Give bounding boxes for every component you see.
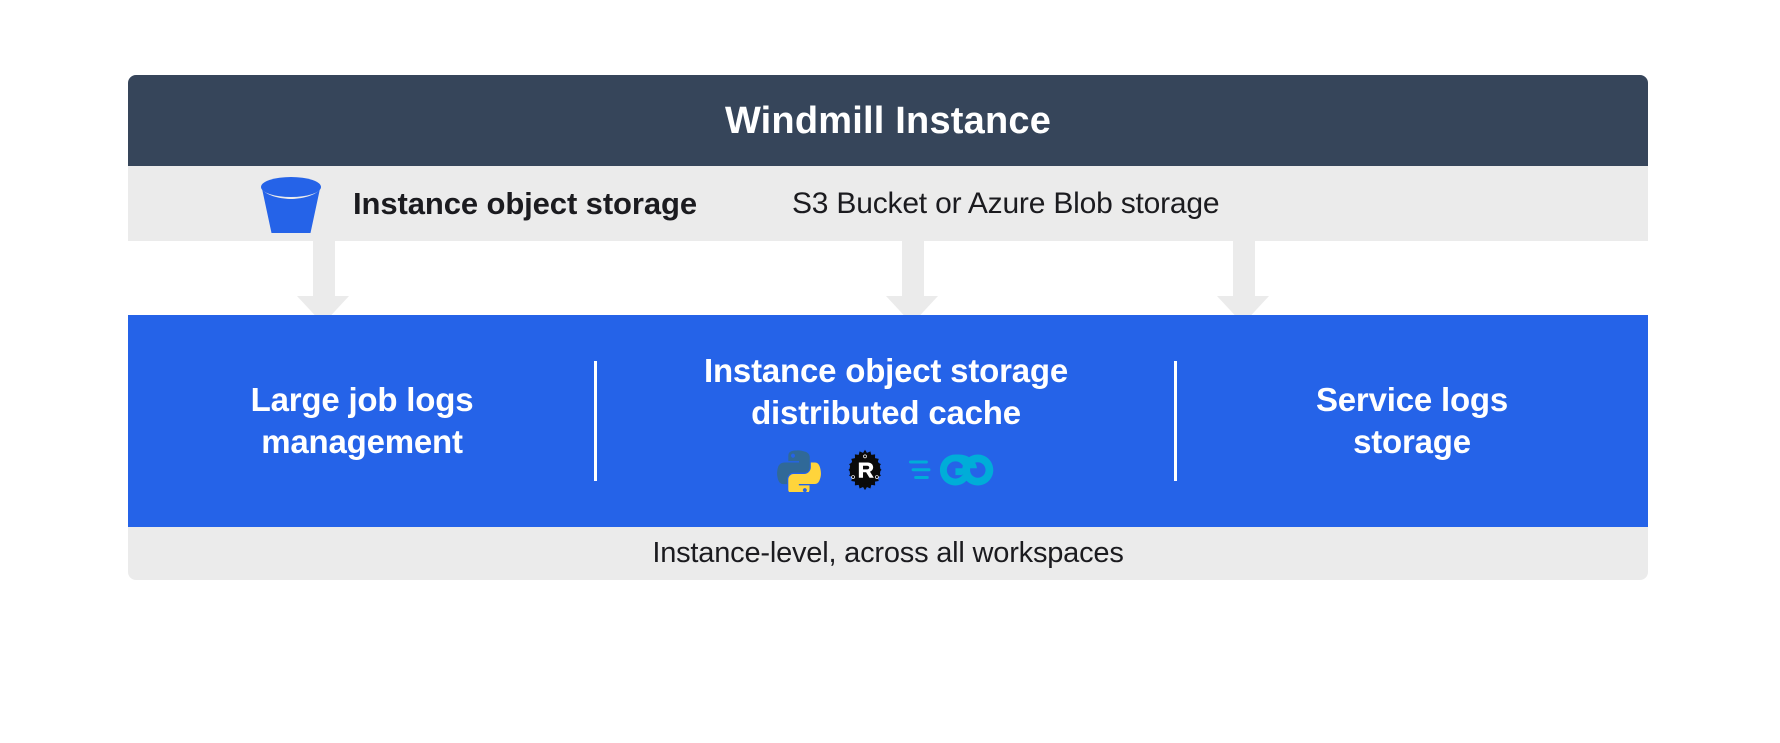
windmill-instance-diagram: Windmill Instance Instance object storag… [128,75,1648,580]
arrow-to-large-job-logs [286,241,360,324]
rust-icon [843,448,887,492]
bucket-icon [260,176,322,234]
panel-column-title: Instance object storage distributed cach… [703,351,1068,431]
instance-header-bar: Windmill Instance [128,75,1648,166]
instance-object-storage-sublabel: S3 Bucket or Azure Blob storage [792,186,1220,220]
panel-column-title: Service logs storage [1315,380,1509,460]
connector-band [128,241,1648,324]
arrow-shaft [1233,241,1255,296]
panel-column-distributed-cache: Instance object storage distributed cach… [596,315,1176,527]
panel-column-service-logs: Service logs storage [1176,315,1648,527]
arrow-to-distributed-cache [875,241,949,324]
instance-object-storage-label: Instance object storage [353,185,697,221]
instance-features-panel: Large job logs management Instance objec… [128,315,1648,527]
instance-scope-footer: Instance-level, across all workspaces [128,527,1648,580]
column-divider [594,361,597,481]
arrow-shaft [313,241,335,296]
column-divider [1174,361,1177,481]
arrow-to-service-logs [1206,241,1280,324]
panel-column-large-job-logs: Large job logs management [128,315,596,527]
go-icon [909,451,995,489]
python-icon [777,448,821,493]
arrow-shaft [902,241,924,296]
tech-icon-row [777,448,995,493]
instance-scope-text: Instance-level, across all workspaces [652,537,1124,569]
page-title: Windmill Instance [724,99,1052,142]
panel-column-title: Large job logs management [250,380,474,460]
instance-object-storage-strip: Instance object storage S3 Bucket or Azu… [128,166,1648,241]
